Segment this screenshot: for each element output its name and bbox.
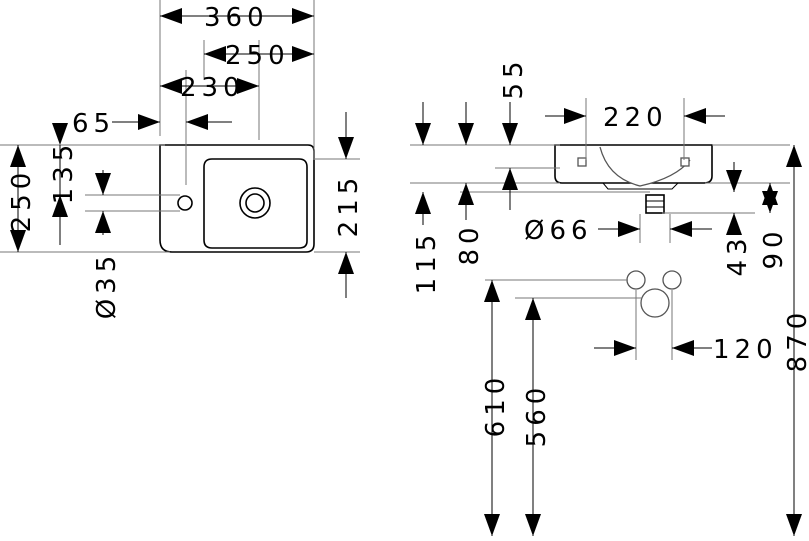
dim-waste-height: 80 xyxy=(455,222,485,265)
dim-width-total: 360 xyxy=(204,3,269,33)
dim-edge-offset: 65 xyxy=(72,109,115,139)
dim-trap-spacing: 120 xyxy=(713,335,778,365)
front-view: 360 250 230 65 250 135 Ø35 xyxy=(0,0,364,319)
overflow-right xyxy=(680,157,690,167)
dim-overflow-height: 115 xyxy=(412,230,442,295)
wall-connection-left xyxy=(626,270,646,290)
wall-connection-right xyxy=(662,270,682,290)
basin-bowl xyxy=(203,158,308,249)
dim-supply-height-upper: 610 xyxy=(481,373,511,438)
dim-drain-offset: 43 xyxy=(723,233,753,276)
dim-rim-height: 55 xyxy=(499,56,529,99)
overflow-left xyxy=(577,157,587,167)
drain-outer xyxy=(239,187,271,219)
drain-inner xyxy=(245,193,265,213)
dim-tap-height: 135 xyxy=(49,140,79,205)
dim-waste-diameter: Ø66 xyxy=(524,216,593,246)
dim-tap-offset: 230 xyxy=(180,73,245,103)
dim-rim-to-floor: 870 xyxy=(783,308,809,373)
bowl-curve xyxy=(599,146,691,187)
waste-fitting xyxy=(645,194,665,214)
side-view: 55 220 Ø66 43 90 115 80 xyxy=(410,56,809,536)
dim-outlet-height: 90 xyxy=(759,226,789,269)
tap-hole xyxy=(177,195,193,211)
wall-connection-trap xyxy=(640,288,670,318)
dim-tap-hole-diameter: Ø35 xyxy=(92,251,122,320)
dim-width-basin: 250 xyxy=(225,41,290,71)
dim-supply-height-lower: 560 xyxy=(522,383,552,448)
dim-basin-depth: 215 xyxy=(334,173,364,238)
dim-bowl-width: 220 xyxy=(603,103,668,133)
dim-height-total: 250 xyxy=(7,168,37,233)
